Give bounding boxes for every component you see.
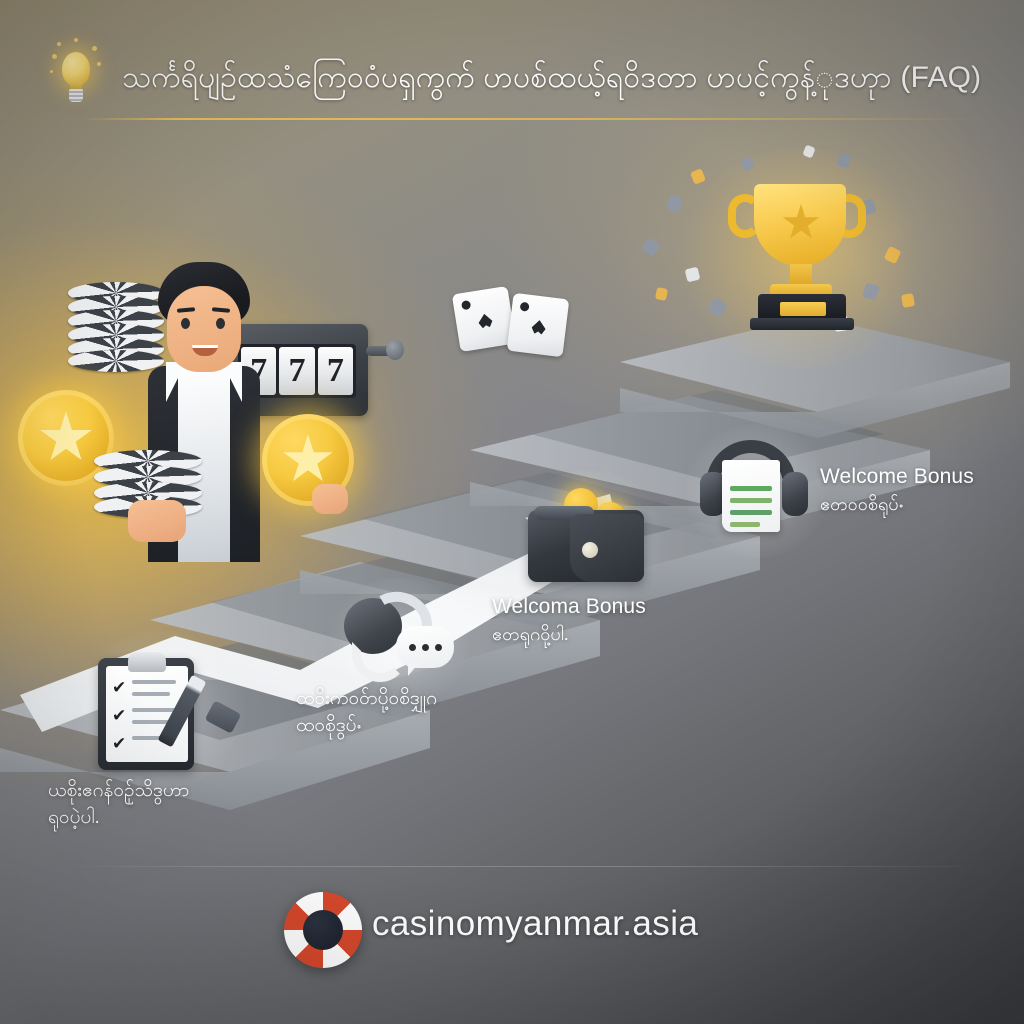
step-label-line-1: ထဝိးကဝဝ်ာပို့ဝစိဒျှုဂ (296, 688, 438, 709)
step-title-en: Welcoma Bonus (492, 595, 646, 618)
lifebuoy-icon (284, 892, 362, 968)
step-label-checklist: ယစိုးဧဂန်ဝဉ်ုသိဒွဟာ ရုဝပဲ့ပါ. (48, 778, 318, 832)
casino-player-illustration: 7 7 7 (10, 262, 570, 582)
document-icon (722, 460, 780, 532)
headset-chat-icon (338, 584, 458, 690)
step-label-line-2: ရုဝပဲ့ပါ. (48, 806, 100, 828)
footer-divider (62, 866, 962, 867)
slot-reel-3: 7 (317, 347, 353, 395)
brand-name: casinomyanmar.asia (372, 904, 699, 943)
step-label-line-2: ထဝစိုဒွပ်ႋ (296, 714, 362, 736)
page-title: သင်္ကရိပျဉ်ထသံကြေဝဝံပရှကွက် ဟပစ်ထယ့်ရဝိဒ… (122, 61, 982, 94)
footer-bar: casinomyanmar.asia (0, 886, 1024, 990)
clipboard-checklist-icon: ✔ ✔ ✔ (88, 646, 242, 776)
gold-star-coin (18, 390, 114, 486)
header-bar: သင်္ကရိပျဉ်ထသံကြေဝဝံပရှကွက် ဟပစ်ထယ့်ရဝိဒ… (0, 0, 1024, 126)
slot-reel-2: 7 (279, 347, 315, 395)
playing-card-spade (451, 285, 517, 353)
player-hand-right (312, 484, 348, 514)
step-label-faq: Welcome Bonus ဧဝာဝဝစိရုပ်ႋ (820, 462, 1024, 517)
lightbulb-icon (50, 38, 102, 106)
step-label-wallet: Welcoma Bonus ဧဝာရုဂဝို့ပါ. (492, 592, 732, 647)
step-label-line-1: ယစိုးဧဂန်ဝဉ်ုသိဒွဟာ (48, 780, 190, 801)
player-hand-left (128, 500, 186, 542)
step-title-en: Welcome Bonus (820, 465, 974, 488)
playing-card-spade (506, 292, 570, 358)
casino-chip-stack (68, 282, 164, 372)
chat-bubble-icon (396, 626, 454, 676)
gold-trophy (641, 144, 926, 368)
header-divider (86, 118, 986, 120)
wallet-coins-icon (524, 484, 654, 588)
step-label-support: ထဝိးကဝဝ်ာပို့ဝစိဒျှုဂ ထဝစိုဒွပ်ႋ (296, 686, 546, 740)
step-subtitle-my: ဧဝာဝဝစိရုပ်ႋ (820, 493, 904, 514)
headset-document-icon (698, 438, 810, 540)
step-subtitle-my: ဧဝာရုဂဝို့ပါ. (492, 623, 569, 644)
